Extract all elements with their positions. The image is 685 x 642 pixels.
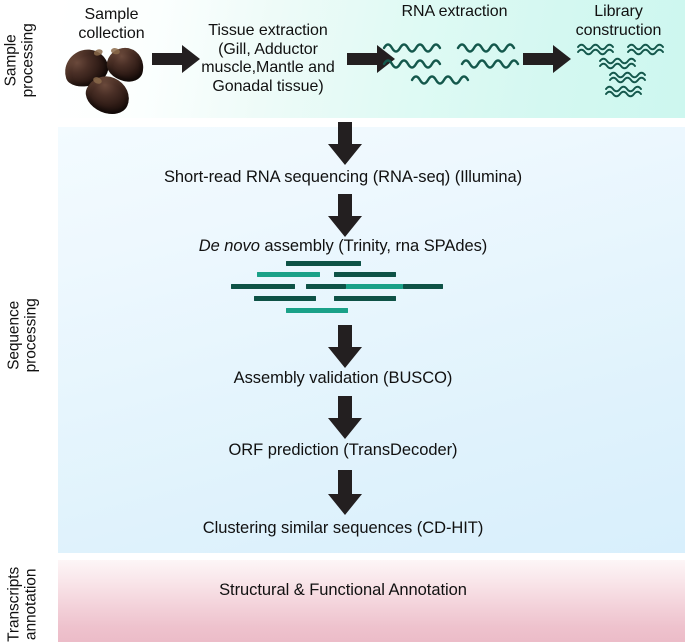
band-transcripts-annotation [58,560,685,642]
label-structural-functional-annotation: Structural & Functional Annotation [219,581,467,599]
arrow-sample-to-tissue [152,44,200,74]
label-library-construction: Library construction [575,3,662,39]
label-de-novo-rest: assembly (Trinity, rna SPAdes) [259,237,488,255]
band-sequence-processing [58,127,685,553]
contig-bar [257,272,320,277]
label-de-novo-assembly: De novo assembly (Trinity, rna SPAdes) [133,237,553,256]
arrow-tissue-to-rna [347,44,395,74]
mussel-shells-photo [59,44,160,121]
label-assembly-validation: Assembly validation (BUSCO) [233,369,453,387]
contig-bar [334,296,396,301]
contig-bar [286,261,361,266]
shell-hinge [92,75,103,86]
rna-squiggle-strands [382,40,532,93]
contig-bar [306,284,346,289]
label-orf-prediction: ORF prediction (TransDecoder) [228,441,458,459]
arrow-orf-to-clustering [326,470,364,516]
arrow-rna-to-library [523,44,571,74]
contig-bar [403,284,443,289]
label-de-novo-italic: De novo [198,237,260,255]
stage-label-transcripts-annotation: Transcripts annotation [5,566,40,642]
label-clustering-similar-sequences: Clustering similar sequences (CD-HIT) [202,519,484,537]
contig-bar [286,308,348,313]
arrow-library-to-sequencing [326,122,364,166]
assembled-contig-bars [231,261,455,313]
stage-label-sequence-processing: Sequence processing [5,298,40,373]
shell-hinge [93,48,104,57]
contig-bar [346,284,403,289]
arrow-sequencing-to-assembly [326,194,364,238]
contig-bar [254,296,316,301]
label-sample-collection: Sample collection [78,6,145,42]
arrow-assembly-to-validation [326,325,364,369]
contig-bar [334,272,396,277]
arrow-validation-to-orf [326,396,364,440]
stage-label-sample-processing: Sample processing [2,23,37,98]
label-short-read-sequencing: Short-read RNA sequencing (RNA-seq) (Ill… [163,168,523,186]
label-tissue-extraction: Tissue extraction (Gill, Adductor muscle… [201,22,335,96]
contig-bar [231,284,295,289]
label-rna-extraction: RNA extraction [401,3,508,20]
double-stranded-library-fragments [576,42,681,107]
shell-hinge [110,47,121,56]
